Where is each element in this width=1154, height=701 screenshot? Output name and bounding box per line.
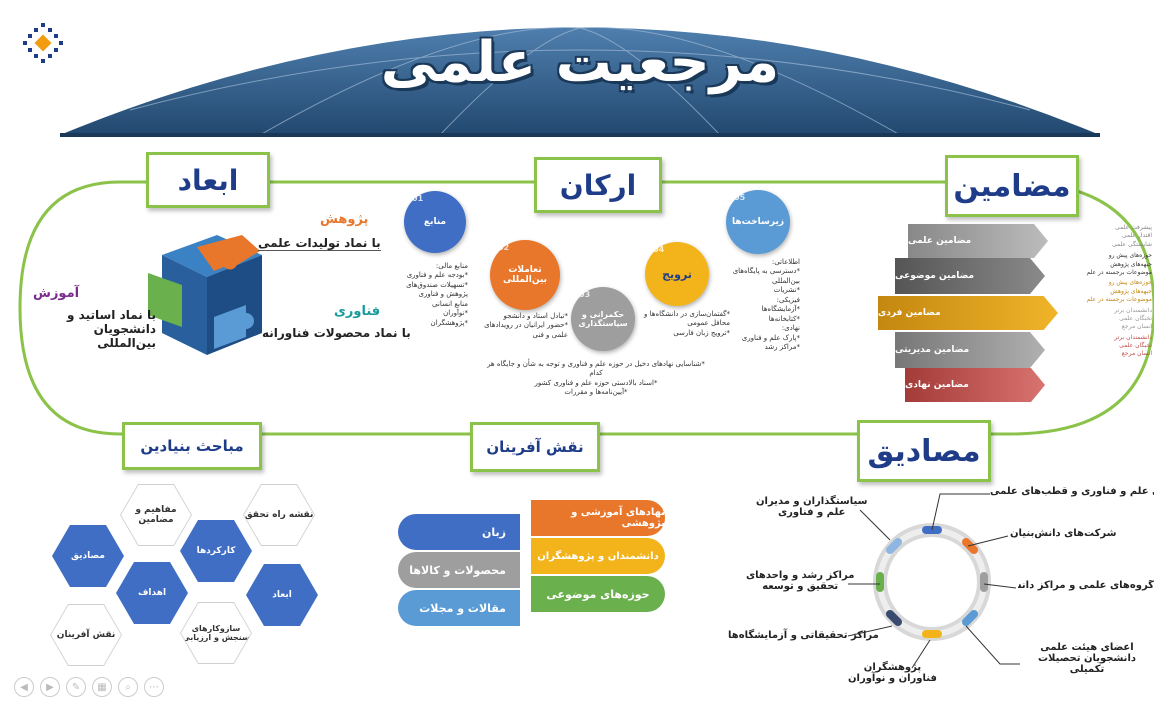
naghsh-left-maghalat: مقالات و مجلات	[398, 590, 520, 626]
logo-icon	[23, 23, 63, 63]
arkan-taamolat-text: *تبادل استاد و دانشجو *حضور ایرانیان در …	[484, 312, 568, 339]
masadigh-item-marakez-tahghighati: مراکز تحقیقاتی و آزمایشگاه‌ها	[728, 630, 879, 641]
naghsh-left-zaban: زبان	[398, 514, 520, 550]
next-icon[interactable]: ▶	[40, 677, 60, 697]
masadigh-item-marakez-roshd: مراکز رشد و واحدهای تحقیق و توسعه	[746, 570, 855, 592]
masadigh-item-azaye-heyat: اعضای هیئت علمی دانشجویان تحصیلات تکمیلی	[1037, 642, 1137, 675]
title-abaad: ابعاد	[146, 152, 270, 208]
page-title: مرجعیت علمی	[380, 30, 780, 95]
mazamin-band-mozooei: مضامین موضوعی	[895, 258, 1045, 294]
title-mabahes: مباحث بنیادین	[122, 422, 262, 470]
slides-icon[interactable]: ▦	[92, 677, 112, 697]
naghsh-right-nahadha: نهادهای آموزشی و پژوهشی	[531, 500, 665, 536]
abaad-fanavari-title: فناوری	[334, 304, 381, 319]
masadigh-item-parks: پارک‌های علم و فناوری و قطب‌های علمی	[990, 486, 1154, 497]
masadigh-item-sherkatha: شرکت‌های دانش‌بنیان	[1010, 528, 1117, 539]
naghsh-left-mahsoolat: محصولات و کالاها	[398, 552, 520, 588]
mazamin-band-elmi: مضامین علمی	[908, 224, 1048, 258]
puzzle-cube-icon	[148, 235, 262, 355]
abaad-pazhohesh-text: با نماد تولیدات علمی	[258, 236, 381, 251]
title-arkan: ارکان	[534, 157, 662, 213]
mazamin-band-nahadi: مضامین نهادی	[905, 368, 1045, 402]
naghsh-right-hozeha: حوزه‌های موضوعی	[531, 576, 665, 612]
mazamin-band-fardi: مضامین فردی	[878, 296, 1058, 330]
masadigh-item-gorooha: گروه‌های علمی و مراکز دانشگاهی	[1018, 580, 1154, 591]
title-masadigh: مصادیق	[857, 420, 991, 482]
abaad-amoozesh-text: با نماد اساتید و دانشجویان بین‌المللی	[67, 308, 156, 350]
title-naghsh: نقش آفرینان	[470, 422, 600, 472]
abaad-fanavari-text: با نماد محصولات فناورانه	[262, 326, 411, 340]
arkan-tarvij-text: *گفتمان‌سازی در دانشگاه‌ها و محافل عمومی…	[644, 310, 730, 337]
abaad-amoozesh-title: آموزش	[33, 286, 80, 301]
zoom-icon[interactable]: ⌕	[118, 677, 138, 697]
prev-icon[interactable]: ◀	[14, 677, 34, 697]
hex-mafahim: مفاهیم و مضامین	[120, 484, 192, 546]
naghsh-right-daneshmandan: دانشمندان و پژوهشگران	[531, 538, 665, 574]
arkan-zirsakht-text: اطلاعاتی: *دسترسی به پایگاه‌های بین‌المل…	[732, 258, 800, 351]
arkan-hokmrani-text: *شناسایی نهادهای دخیل در حوزه علم و فناو…	[487, 360, 705, 397]
pen-icon[interactable]: ✎	[66, 677, 86, 697]
masadigh-item-siasatgozaran: سیاستگذاران و مدیران علم و فناوری	[756, 496, 868, 518]
masadigh-item-pazhoheshgaran: پژوهشگران فناوران و نوآوران	[848, 662, 937, 684]
abaad-pazhohesh-title: پژوهش	[320, 212, 369, 227]
mazamin-notes: پیشرفت علمی اقتدار علمی شایستگی علمی حوز…	[1086, 224, 1152, 358]
title-dome	[60, 26, 1100, 137]
mazamin-band-modiriati: مضامین مدیریتی	[895, 332, 1045, 368]
arkan-manabe-text: منابع مالی: *بودجه علم و فناوری *تسهیلات…	[406, 262, 468, 327]
more-icon[interactable]: ⋯	[144, 677, 164, 697]
title-mazamin: مضامین	[945, 155, 1079, 217]
